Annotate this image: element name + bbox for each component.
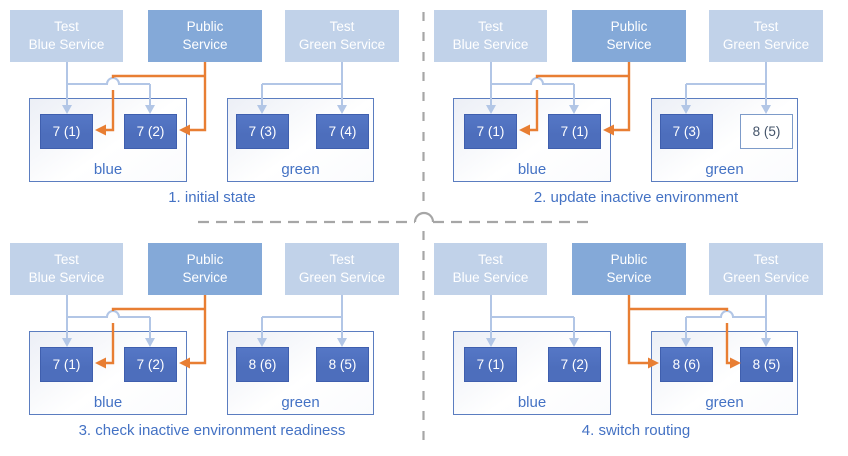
pod-green-1: 8 (6) [660,347,713,382]
service-label: Public [610,252,648,268]
pod-green-1: 7 (3) [660,114,713,149]
service-label: Test [54,19,79,35]
pod-green-2: 8 (5) [316,347,369,382]
service-box-public: Public Service [148,243,262,295]
env-label-blue: blue [93,161,123,178]
service-label: Green Service [298,37,386,52]
pod-blue-2: 7 (2) [124,114,177,149]
service-label: Blue Service [28,37,105,52]
pod-green-1: 7 (3) [236,114,289,149]
service-box-test-green: Test Green Service [709,10,823,62]
service-box-test-blue: Test Blue Service [10,243,123,295]
panel-caption: 2. update inactive environment [533,189,739,206]
pod-blue-2: 7 (2) [548,347,601,382]
panel-check-readiness: Test Blue Service Public Service Test Gr… [0,233,424,456]
service-label: Blue Service [452,37,529,52]
service-box-test-blue: Test Blue Service [10,10,123,62]
pod-blue-1: 7 (1) [464,347,517,382]
env-label-blue: blue [517,161,547,178]
service-label: Public [610,19,648,35]
service-label: Blue Service [28,270,105,285]
service-label: Green Service [298,270,386,285]
pod-green-1: 8 (6) [236,347,289,382]
service-label: Green Service [722,37,810,52]
env-label-blue: blue [93,394,123,411]
service-box-test-blue: Test Blue Service [434,243,547,295]
service-label: Public [186,252,224,268]
service-label: Green Service [722,270,810,285]
service-label: Blue Service [452,270,529,285]
env-label-green: green [281,394,320,411]
pod-blue-1: 7 (1) [40,114,93,149]
pod-blue-1: 7 (1) [464,114,517,149]
panel-caption: 1. initial state [168,189,256,206]
service-label: Test [478,252,503,268]
pod-blue-2: 7 (1) [548,114,601,149]
service-box-test-green: Test Green Service [285,243,399,295]
service-label: Service [182,270,228,285]
panel-initial-state: Test Blue Service Public Service Test Gr… [0,0,424,228]
service-box-test-green: Test Green Service [285,10,399,62]
service-label: Test [54,252,79,268]
pod-blue-1: 7 (1) [40,347,93,382]
env-label-green: green [705,394,744,411]
env-label-blue: blue [517,394,547,411]
service-label: Test [753,19,779,35]
service-box-public: Public Service [148,10,262,62]
service-label: Test [753,252,779,268]
service-box-public: Public Service [572,10,686,62]
panel-caption: 3. check inactive environment readiness [78,422,346,439]
service-label: Test [329,19,355,35]
service-box-public: Public Service [572,243,686,295]
env-label-green: green [705,161,744,178]
service-label: Test [329,252,355,268]
pod-green-2: 7 (4) [316,114,369,149]
service-label: Public [186,19,224,35]
service-label: Test [478,19,503,35]
service-label: Service [606,270,652,285]
pod-green-2: 8 (5) [740,347,793,382]
service-box-test-green: Test Green Service [709,243,823,295]
service-label: Service [182,37,228,52]
panel-switch-routing: Test Blue Service Public Service Test Gr… [424,233,848,456]
service-box-test-blue: Test Blue Service [434,10,547,62]
panel-update-inactive: Test Blue Service Public Service Test Gr… [424,0,848,228]
pod-blue-2: 7 (2) [124,347,177,382]
panel-caption: 4. switch routing [581,422,691,439]
env-label-green: green [281,161,320,178]
pod-green-2: 8 (5) [740,114,793,149]
service-label: Service [606,37,652,52]
